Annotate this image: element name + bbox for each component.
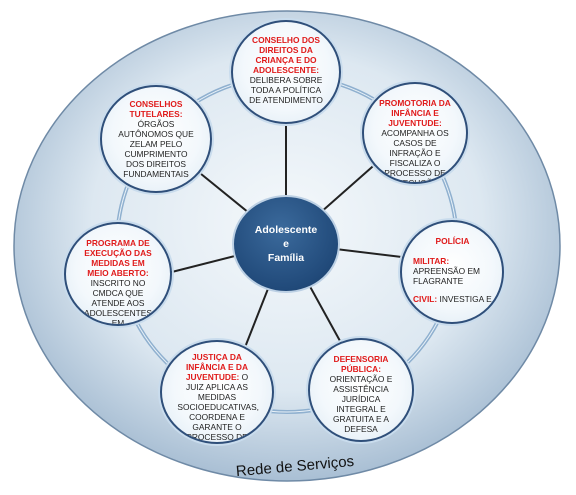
node-text: ORIENTAÇÃO E ASSISTÊNCIA JURÍDICA INTEGR… [329,374,393,434]
node-text: ÓRGÃOS AUTÔNOMOS QUE ZELAM PELO CUMPRIME… [118,119,194,179]
center-line-1: Adolescente [254,224,318,236]
node-title: POLÍCIA [435,236,470,246]
node-text: ACOMPANHA OS CASOS DE INFRAÇÃO E FISCALI… [381,128,449,184]
node-conselho-direitos: CONSELHO DOS DIREITOS DA CRIANÇA E DO AD… [231,20,341,124]
policia-militar-label: MILITAR: [413,256,450,266]
center-node: Adolescente e Família [232,195,340,293]
node-text: O JUIZ APLICA AS MEDIDAS SOCIOEDUCATIVAS… [177,372,259,442]
node-title: PROMOTORIA DA INFÂNCIA E JUVENTUDE: [379,98,451,128]
policia-civil-text: INVESTIGA E [439,294,492,304]
center-line-2: e [283,238,289,250]
node-policia: POLÍCIA MILITAR: APREENSÃO EM FLAGRANTE … [400,220,504,324]
node-title: CONSELHOS TUTELARES: [129,99,183,119]
policia-militar-text: APREENSÃO EM FLAGRANTE [413,266,481,286]
node-conselhos-tutelares: CONSELHOS TUTELARES: ÓRGÃOS AUTÔNOMOS QU… [100,85,212,193]
node-text: DELIBERA SOBRE TODA A POLÍTICA DE ATENDI… [249,75,323,105]
node-title: DEFENSORIA PÚBLICA: [333,354,389,374]
center-line-3: Família [267,252,305,264]
node-title: CONSELHO DOS DIREITOS DA CRIANÇA E DO AD… [252,35,320,75]
node-promotoria: PROMOTORIA DA INFÂNCIA E JUVENTUDE: ACOM… [362,82,468,184]
node-justica: JUSTIÇA DA INFÂNCIA E DA JUVENTUDE: O JU… [160,340,274,444]
node-programa: PROGRAMA DE EXECUÇÃO DAS MEDIDAS EM MEIO… [64,222,172,326]
policia-civil-label: CIVIL: [413,294,438,304]
node-defensoria: DEFENSORIA PÚBLICA: ORIENTAÇÃO E ASSISTÊ… [308,338,414,442]
node-title: PROGRAMA DE EXECUÇÃO DAS MEDIDAS EM MEIO… [84,238,152,278]
node-title: JUSTIÇA DA INFÂNCIA E DA JUVENTUDE: [185,352,249,382]
node-text: INSCRITO NO CMDCA QUE ATENDE AOS ADOLESC… [84,278,152,326]
